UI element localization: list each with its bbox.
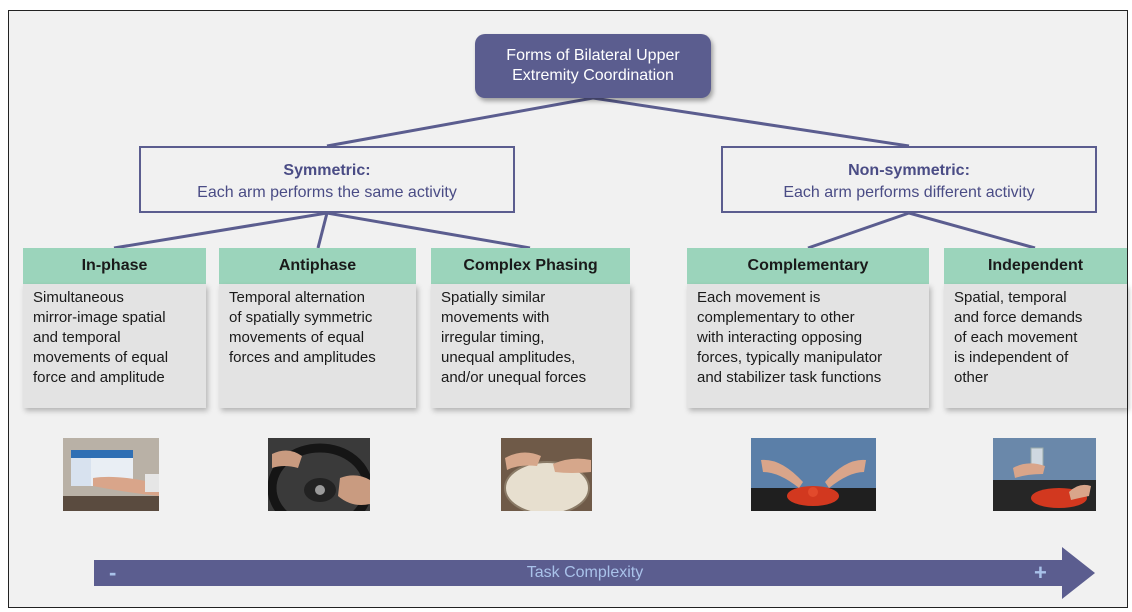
form-name: Independent xyxy=(987,257,1084,274)
description-line: Simultaneous xyxy=(33,289,124,306)
description-line: mirror-image spatial xyxy=(33,309,166,326)
connector-nonsym-complementary xyxy=(807,211,910,250)
form-name: Complementary xyxy=(747,257,869,274)
description-line: of each movement xyxy=(954,329,1078,346)
description-line: Temporal alternation xyxy=(229,289,365,306)
description-line: force and amplitude xyxy=(33,369,165,386)
category-nonsymmetric-title: Non-symmetric: xyxy=(848,162,970,179)
form-description-complex-phasing: Spatially similar movements with irregul… xyxy=(431,284,630,408)
category-symmetric-subtitle: Each arm performs the same activity xyxy=(197,184,457,201)
form-header-complex-phasing: Complex Phasing xyxy=(431,248,630,284)
description-line: Spatial, temporal xyxy=(954,289,1067,306)
form-header-independent: Independent xyxy=(944,248,1127,284)
complexity-plus-label: + xyxy=(1034,560,1047,585)
description-line: and force demands xyxy=(954,309,1083,326)
connector-root-symmetric xyxy=(326,96,594,148)
photo-complex-phasing-drum xyxy=(501,438,592,511)
description-line: forces, typically manipulator xyxy=(697,349,883,366)
description-line: and temporal xyxy=(33,329,121,346)
description-line: other xyxy=(954,369,989,386)
description-line: unequal amplitudes, xyxy=(441,349,576,366)
description-line: complementary to other xyxy=(697,309,855,326)
photo-complementary-plate xyxy=(751,438,876,511)
description-line: Spatially similar xyxy=(441,289,546,306)
description-line: movements of equal xyxy=(33,349,169,366)
complexity-minus-label: - xyxy=(109,560,117,585)
root-node: Forms of Bilateral Upper Extremity Coord… xyxy=(475,34,711,98)
form-name: Complex Phasing xyxy=(463,257,598,274)
task-complexity-label: Task Complexity xyxy=(526,564,644,581)
photo-inphase-box-lift xyxy=(63,438,159,511)
connector-nonsym-independent xyxy=(908,211,1036,250)
description-line: movements with xyxy=(441,309,550,326)
form-name: Antiphase xyxy=(278,257,357,274)
description-line: movements of equal xyxy=(229,329,365,346)
form-header-complementary: Complementary xyxy=(687,248,929,284)
form-description-inphase: Simultaneous mirror-image spatial and te… xyxy=(23,284,206,408)
connector-root-nonsymmetric xyxy=(592,96,910,148)
photo-antiphase-steering-wheel xyxy=(268,438,370,511)
description-line: Each movement is xyxy=(697,289,821,306)
task-complexity-arrow-shape xyxy=(94,547,1095,599)
connector-sym-inphase xyxy=(113,211,328,250)
connector-sym-complex xyxy=(326,211,531,250)
form-description-complementary: Each movement is complementary to other … xyxy=(687,284,929,408)
category-nonsymmetric: Non-symmetric: Each arm performs differe… xyxy=(721,146,1097,213)
form-header-antiphase: Antiphase xyxy=(219,248,416,284)
form-description-antiphase: Temporal alternation of spatially symmet… xyxy=(219,284,416,408)
description-line: with interacting opposing xyxy=(697,329,863,346)
description-line: is independent of xyxy=(954,349,1069,366)
photo-independent-cup xyxy=(993,438,1096,511)
description-line: and stabilizer task functions xyxy=(697,369,882,386)
description-line: and/or unequal forces xyxy=(441,369,587,386)
category-nonsymmetric-subtitle: Each arm performs different activity xyxy=(783,184,1035,201)
category-symmetric-title: Symmetric: xyxy=(283,162,371,179)
form-name: In-phase xyxy=(81,257,148,274)
form-description-independent: Spatial, temporal and force demands of e… xyxy=(944,284,1127,408)
connector-sym-antiphase xyxy=(316,212,329,249)
root-label: Forms of Bilateral Upper Extremity Coord… xyxy=(506,47,680,84)
category-symmetric: Symmetric: Each arm performs the same ac… xyxy=(139,146,515,213)
description-line: forces and amplitudes xyxy=(229,349,376,366)
description-line: irregular timing, xyxy=(441,329,545,346)
form-header-inphase: In-phase xyxy=(23,248,206,284)
description-line: of spatially symmetric xyxy=(229,309,373,326)
